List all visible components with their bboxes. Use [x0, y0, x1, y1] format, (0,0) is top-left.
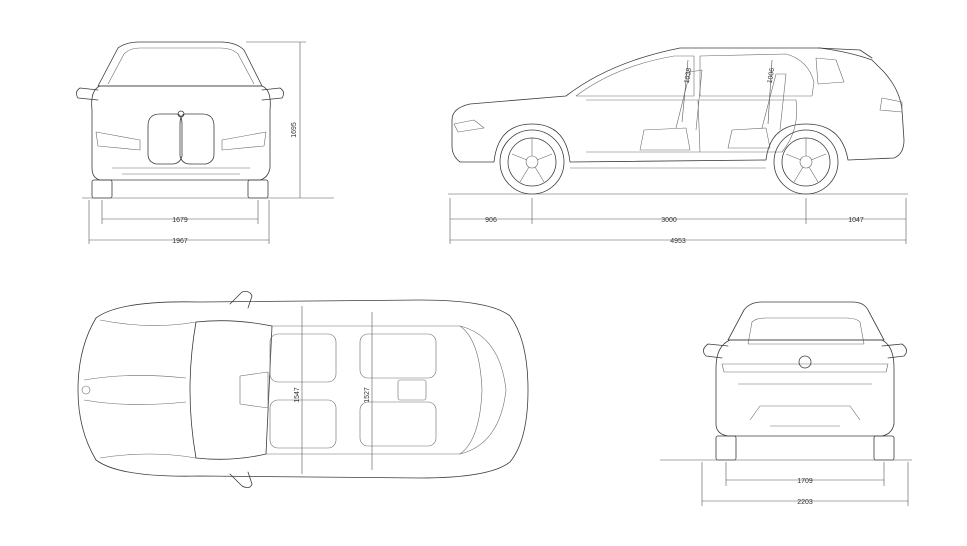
overall-length-label: 4953 [670, 238, 686, 245]
side-view: 1038 1006 [448, 47, 908, 195]
front-track-label: 1679 [172, 217, 188, 224]
rear-overhang-label: 1047 [848, 217, 864, 224]
overall-width-label: 1967 [172, 238, 188, 245]
headroom-rear-label: 1006 [767, 67, 777, 84]
front-dimensions: 1695 1679 1967 [88, 41, 306, 245]
top-view: 1547 1527 [77, 291, 529, 488]
front-view [76, 41, 334, 199]
rear-shoulder-label: 1527 [364, 387, 371, 403]
overall-width-rear-label: 2203 [797, 499, 813, 506]
rear-track-label: 1709 [797, 478, 813, 485]
front-overhang-label: 906 [485, 217, 497, 224]
rear-dimensions: 1709 2203 [701, 462, 909, 506]
side-dimensions: 906 3000 1047 4953 [449, 198, 907, 245]
wheelbase-label: 3000 [661, 217, 677, 224]
height-label: 1695 [291, 122, 298, 138]
front-shoulder-label: 1547 [294, 387, 301, 403]
headroom-front-label: 1038 [684, 67, 694, 84]
rear-view [660, 301, 912, 461]
